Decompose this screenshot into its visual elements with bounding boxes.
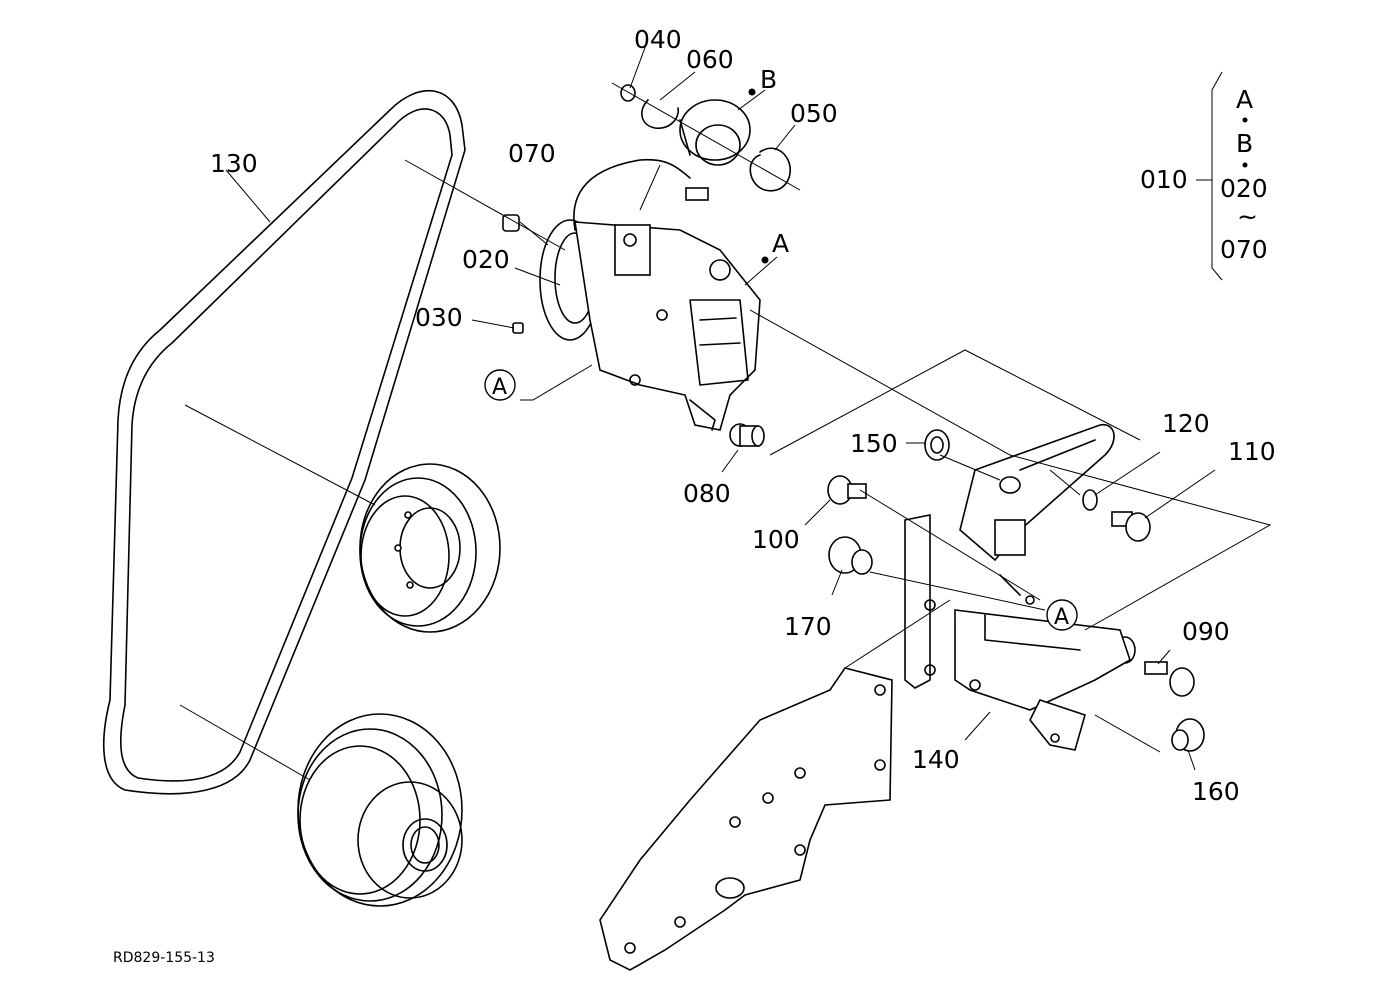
- label-150: 150: [850, 429, 898, 458]
- legend-code: 010: [1140, 165, 1188, 194]
- label-080: 080: [683, 479, 731, 508]
- leader-lines: [179, 44, 1272, 781]
- crank-pulley-upper: [359, 463, 501, 633]
- label-020: 020: [462, 245, 510, 274]
- mark-b-label: B: [760, 65, 777, 94]
- engine-plate: [599, 667, 893, 971]
- circled-a-upper: [484, 369, 516, 401]
- legend-line-070: 070: [1220, 235, 1268, 264]
- label-110: 110: [1228, 437, 1276, 466]
- mark-a-dot: [761, 256, 769, 264]
- circled-a-lower-label: A: [1054, 605, 1069, 630]
- small-parts: [502, 214, 1205, 752]
- v-belt: [102, 89, 466, 795]
- mark-a-label: A: [772, 229, 789, 258]
- label-050: 050: [790, 99, 838, 128]
- circled-a-lower: [1046, 599, 1078, 631]
- legend-dot-2: [1242, 162, 1248, 168]
- mark-b-dot: [748, 88, 756, 96]
- label-090: 090: [1182, 617, 1230, 646]
- legend-line-a: A: [1236, 85, 1253, 114]
- label-130: 130: [210, 149, 258, 178]
- label-120: 120: [1162, 409, 1210, 438]
- assembly-legend: 010 A B 020 ~ 070: [1140, 71, 1268, 281]
- diagram-code: RD829-155-13: [113, 950, 215, 966]
- label-070: 070: [508, 139, 556, 168]
- legend-dot-1: [1242, 117, 1248, 123]
- legend-line-b: B: [1236, 129, 1253, 158]
- label-030: 030: [415, 303, 463, 332]
- ac-compressor: [539, 158, 761, 431]
- label-140: 140: [912, 745, 960, 774]
- label-160: 160: [1192, 777, 1240, 806]
- label-170: 170: [784, 612, 832, 641]
- legend-line-020: 020: [1220, 174, 1268, 203]
- circled-a-upper-label: A: [492, 375, 507, 400]
- label-040: 040: [634, 25, 682, 54]
- label-100: 100: [752, 525, 800, 554]
- crank-pulley-lower: [297, 713, 463, 907]
- label-060: 060: [686, 45, 734, 74]
- legend-tilde: ~: [1237, 202, 1258, 231]
- mounting-bracket: [904, 424, 1131, 751]
